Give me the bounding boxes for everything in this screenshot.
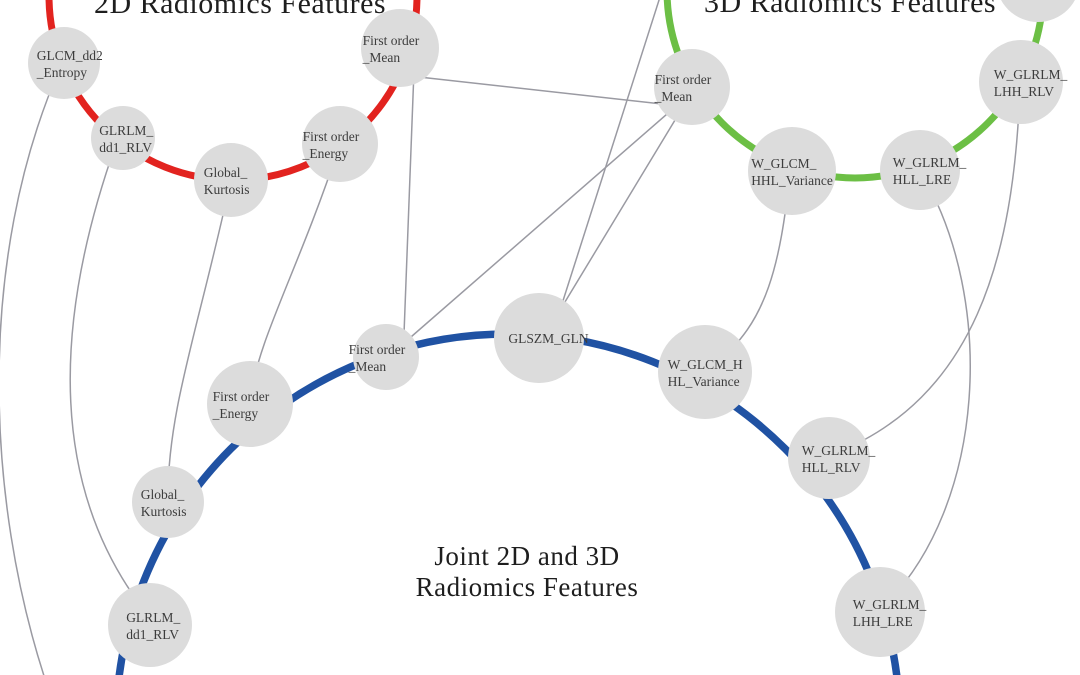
edge-3dmean-glszm bbox=[547, 91, 693, 331]
edge-3dmean-jointmean bbox=[395, 93, 691, 351]
title-joint-radiomics: Joint 2D and 3D Radiomics Features bbox=[327, 541, 727, 603]
title-3d-radiomics: 3D Radiomics Features bbox=[703, 0, 997, 19]
3d-cropped-node bbox=[1001, 0, 1075, 22]
2d-glrlm-dd1-rlv bbox=[91, 106, 155, 170]
2d-first-order-mean bbox=[361, 9, 439, 87]
edge-2dentropy-offscreen bbox=[0, 67, 61, 675]
3d-w-glrlm-lhh-rlv bbox=[979, 40, 1063, 124]
edge-2dmean-3dmean bbox=[409, 75, 681, 107]
3d-first-order-mean bbox=[654, 49, 730, 125]
joint-w-glrlm-hll-rlv bbox=[788, 417, 870, 499]
edge-3dlhhrlv-jointhllrlv bbox=[833, 85, 1021, 455]
2d-glcm-dd2-entropy bbox=[28, 27, 100, 99]
joint-first-order-energy bbox=[207, 361, 293, 447]
title-2d-radiomics: 2D Radiomics Features bbox=[93, 0, 387, 20]
joint-first-order-mean bbox=[353, 324, 419, 390]
2d-first-order-energy bbox=[302, 106, 378, 182]
edge-2drlv-jointrlv bbox=[69, 143, 145, 611]
joint-w-glcm-hhl-variance bbox=[658, 325, 752, 419]
edge-2dmean-jointmean bbox=[403, 69, 415, 335]
title-joint-line1: Joint 2D and 3D bbox=[434, 541, 620, 571]
title-joint-line2: Radiomics Features bbox=[415, 572, 639, 602]
3d-w-glrlm-hll-lre bbox=[880, 130, 960, 210]
edge-topcrop-glszm bbox=[552, 0, 660, 333]
edge-3dhlllre-jointlhhlre bbox=[883, 173, 971, 607]
edge-2dkurtosis-jointkurtosis bbox=[167, 183, 231, 497]
3d-w-glcm-hhl-variance bbox=[748, 127, 836, 215]
ring-3d bbox=[663, 0, 1047, 182]
joint-glszm-gln bbox=[494, 293, 584, 383]
joint-glrlm-dd1-rlv bbox=[108, 583, 192, 667]
joint-w-glrlm-lhh-lre bbox=[835, 567, 925, 657]
joint-global-kurtosis bbox=[132, 466, 204, 538]
2d-global-kurtosis bbox=[194, 143, 268, 217]
